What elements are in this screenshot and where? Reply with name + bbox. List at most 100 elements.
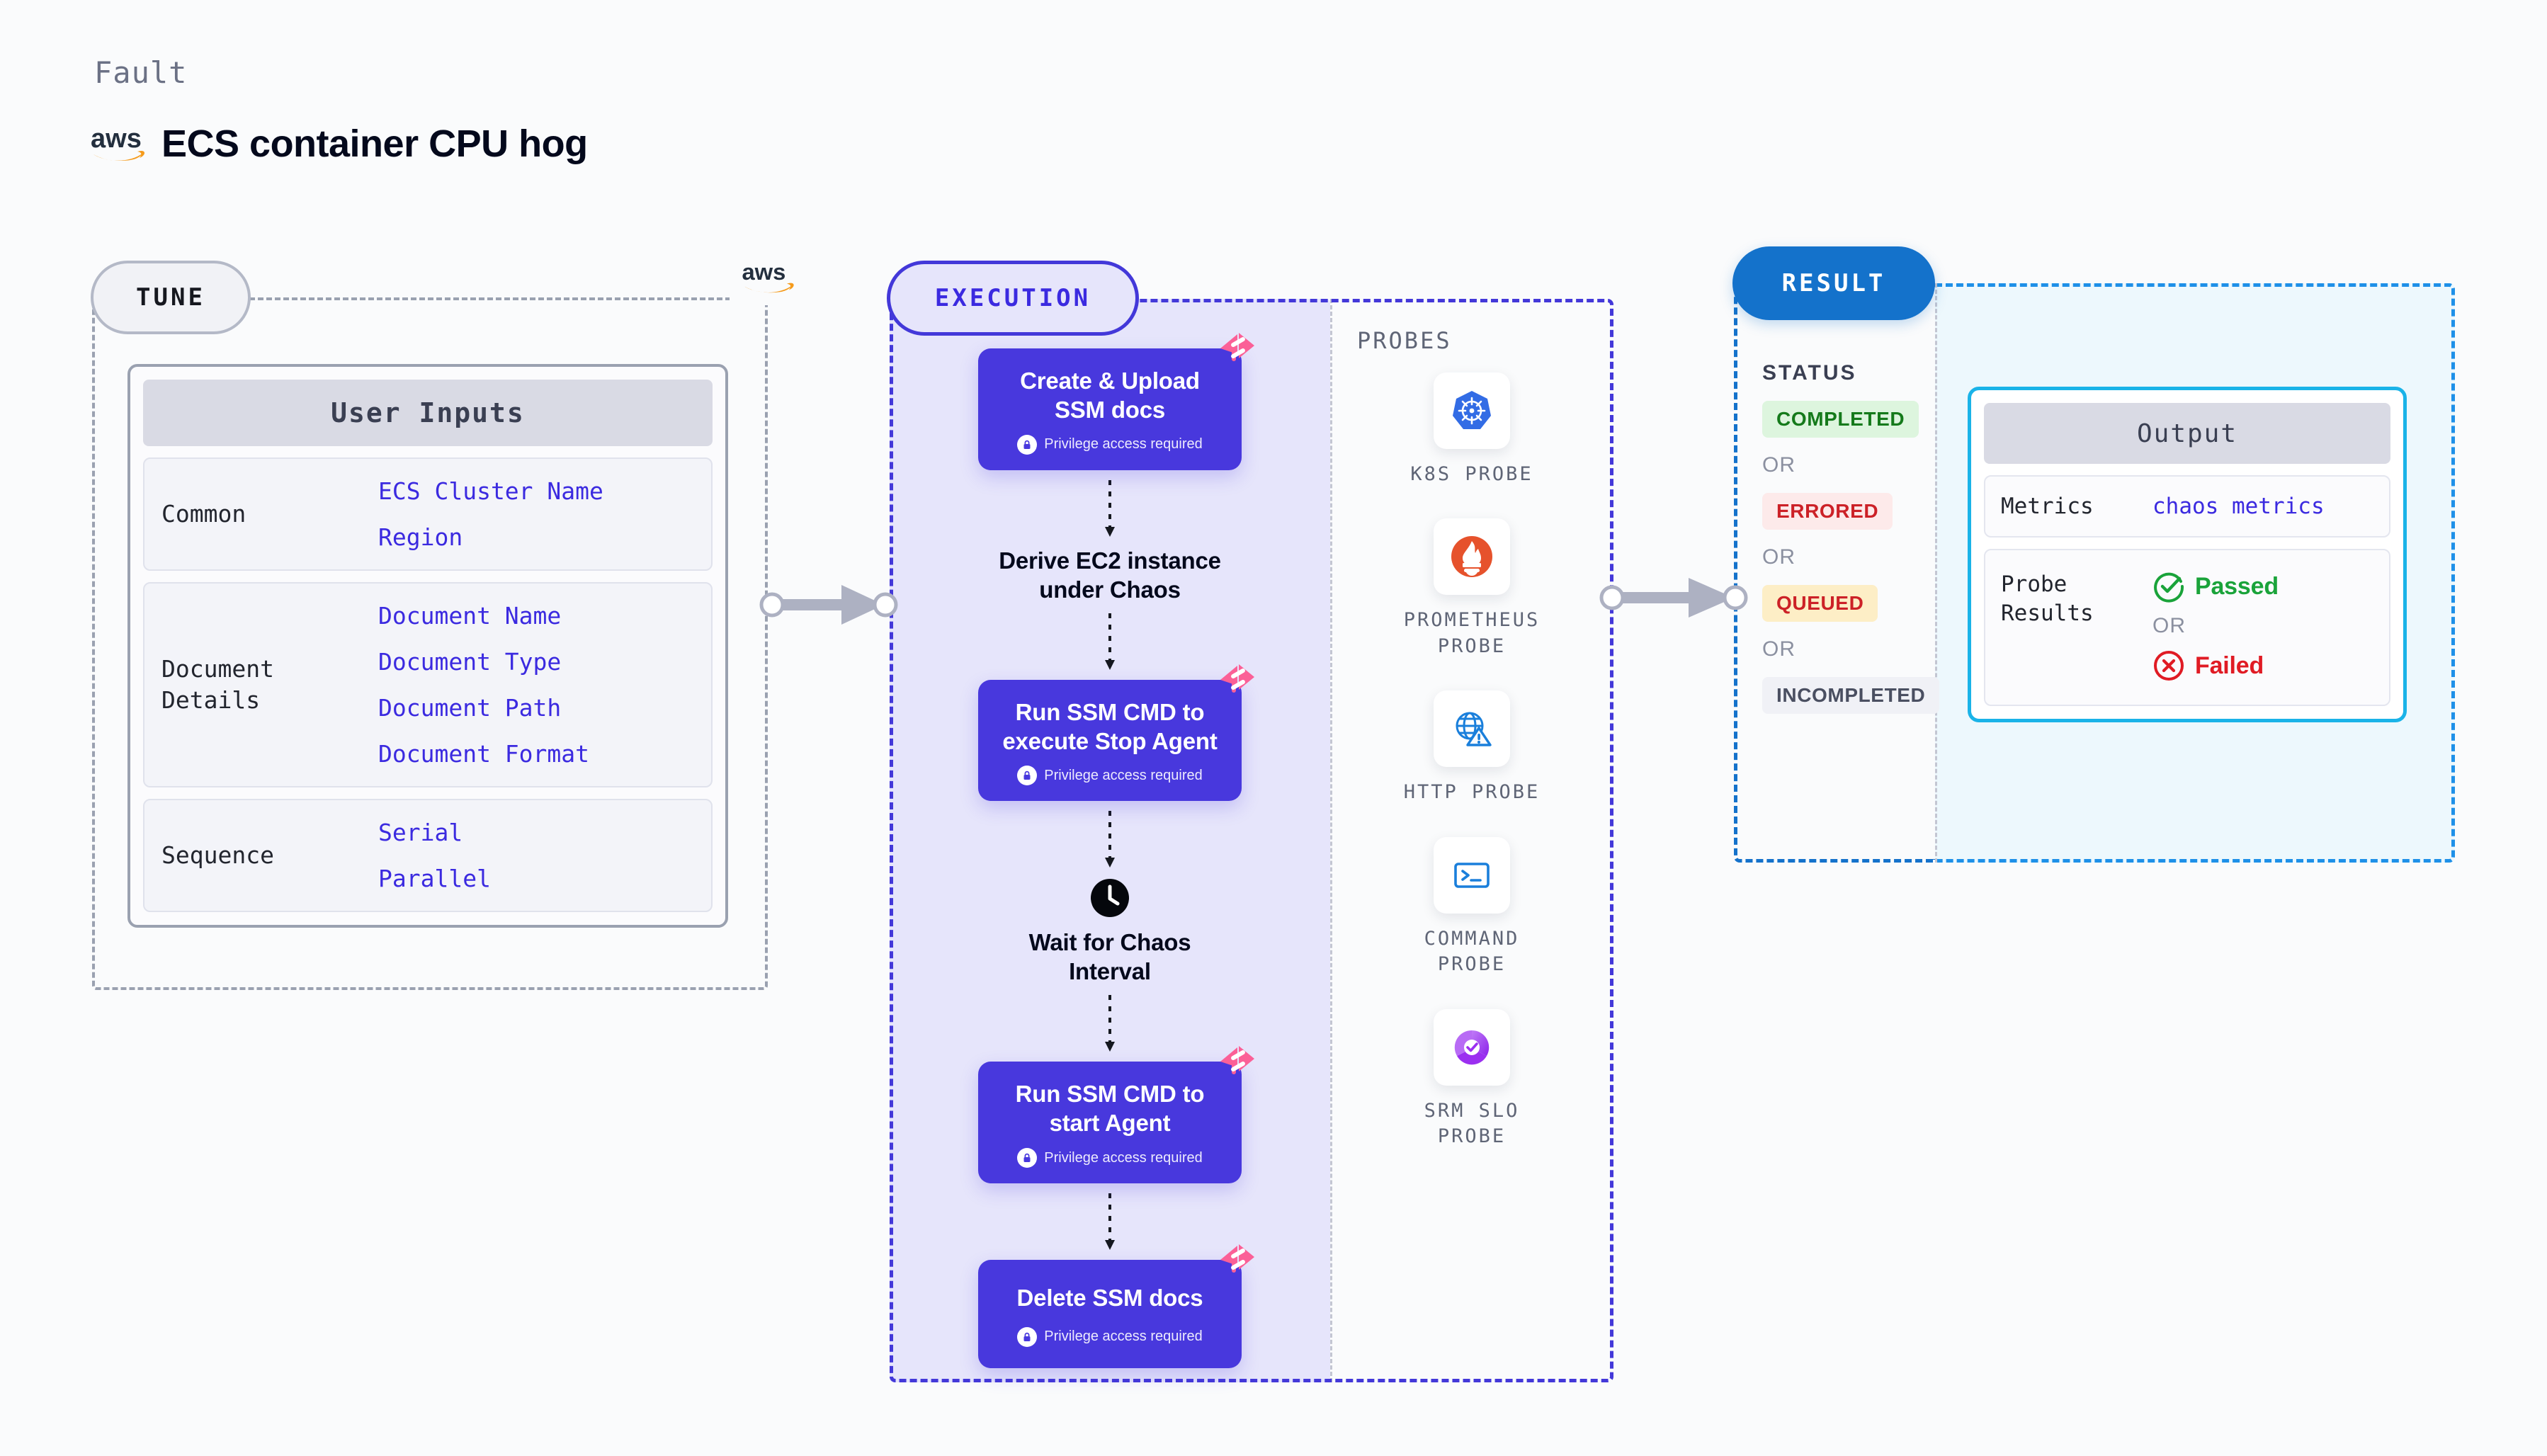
node-delete-ssm-docs[interactable]: Delete SSM docs Privilege access require… [978,1244,1254,1368]
tune-section-values: ECS Cluster Name Region [378,477,603,551]
probe-tile [1434,518,1510,596]
tune-section-values: Serial Parallel [378,819,491,892]
tune-section-common: Common ECS Cluster Name Region [143,457,713,571]
harness-logo-icon [1220,333,1254,361]
flow-arrow [890,479,1330,540]
arrow-down-icon [1105,995,1115,1052]
flow-arrow [890,811,1330,870]
tune-value-document-name[interactable]: Document Name [378,602,562,630]
probe-tile [1433,836,1510,914]
tune-panel: TUNE aws User Inputs Common ECS Cluster … [91,254,807,990]
arrow-down-icon [1105,811,1115,868]
flow-arrow [890,995,1330,1054]
aws-logo-icon: aws [91,125,144,161]
x-circle-icon [2154,651,2184,681]
privilege-text: Privilege access required [1044,1329,1203,1345]
tune-section-label: Document Details [161,655,274,714]
node-title: Create & Upload SSM docs [1020,368,1200,423]
svg-text:aws: aws [742,259,785,285]
page-header: aws ECS container CPU hog [91,122,588,166]
arrow-down-icon [1105,479,1115,537]
probe-passed-label: Passed [2195,572,2279,600]
output-row-metrics: Metrics chaos metrics [1984,475,2390,538]
output-title: Output [1984,403,2390,464]
lock-icon [1017,766,1038,786]
arrow-down-icon [1105,613,1115,670]
page-title: ECS container CPU hog [161,123,588,165]
result-region-divider [1935,283,1937,863]
probe-result-failed: Failed [2152,649,2279,682]
status-badge-incompleted: INCOMPLETED [1762,677,1940,714]
tune-value-region[interactable]: Region [378,523,463,551]
status-or-label: OR [1762,637,1796,661]
probe-item-command[interactable]: COMMAND PROBE [1424,836,1520,978]
node-privilege-note: Privilege access required [992,1148,1227,1168]
probe-tile [1434,690,1510,768]
probe-label: K8S PROBE [1410,463,1533,485]
probe-result-values: Passed OR Failed [2152,570,2279,682]
user-inputs-title: User Inputs [143,380,713,446]
flow-arrow [890,613,1330,673]
tune-aws-logo: aws [730,254,807,305]
tune-value-document-path[interactable]: Document Path [378,694,562,722]
connector-tune-to-execution [759,579,898,634]
terminal-icon [1454,862,1490,888]
probe-item-prometheus[interactable]: PROMETHEUS PROBE [1404,518,1541,659]
execution-flow: Create & Upload SSM docs Privilege acces… [890,333,1330,1368]
flow-step: Run SSM CMD to start Agent Privilege acc… [890,1046,1330,1184]
harness-logo-icon [1220,1244,1254,1273]
probe-item-http[interactable]: HTTP PROBE [1404,690,1541,805]
user-inputs-card: User Inputs Common ECS Cluster Name Regi… [127,364,728,928]
flow-step-wait-for-chaos-interval: Wait for Chaos Interval [890,877,1330,986]
tune-value-parallel[interactable]: Parallel [378,865,491,892]
tune-value-document-format[interactable]: Document Format [378,740,590,768]
probe-label: SRM SLO PROBE [1424,1099,1520,1148]
probe-item-srm-slo[interactable]: SRM SLO PROBE [1424,1008,1520,1150]
node-title: Run SSM CMD to start Agent [1015,1081,1205,1137]
probe-result-or-label: OR [2152,614,2186,638]
status-badge-completed: COMPLETED [1762,401,1919,438]
result-status-region [1734,283,1935,863]
probe-item-k8s[interactable]: K8S PROBE [1410,372,1533,487]
result-badge: RESULT [1732,246,1935,320]
tune-value-document-type[interactable]: Document Type [378,648,562,676]
node-run-ssm-cmd-stop-agent[interactable]: Run SSM CMD to execute Stop Agent Privil… [978,664,1254,802]
probe-failed-label: Failed [2195,652,2264,679]
node-privilege-note: Privilege access required [992,766,1227,786]
connector-execution-to-result [1595,565,1751,634]
prometheus-icon [1451,536,1492,578]
output-metrics-label: Metrics [2001,494,2094,519]
node-privilege-note: Privilege access required [992,434,1227,455]
harness-logo-icon [1220,664,1254,693]
flow-step: Delete SSM docs Privilege access require… [890,1244,1330,1368]
node-run-ssm-cmd-start-agent[interactable]: Run SSM CMD to start Agent Privilege acc… [978,1046,1254,1184]
output-row-probe-results: Probe Results Passed OR [1984,549,2390,707]
probes-list: K8S PROBE PROMETHEUS PROBE [1330,372,1613,1150]
page-eyebrow: Fault [94,55,188,90]
node-create-upload-ssm-docs[interactable]: Create & Upload SSM docs Privilege acces… [978,333,1254,470]
svg-text:aws: aws [91,125,142,154]
output-card: Output Metrics chaos metrics Probe Resul… [1968,387,2407,723]
probe-label: HTTP PROBE [1403,781,1541,804]
output-metrics-value[interactable]: chaos metrics [2152,494,2325,520]
http-globe-warning-icon [1456,712,1492,747]
probe-label: PROMETHEUS PROBE [1403,609,1541,657]
probe-tile [1434,372,1510,449]
plain-step-title: Wait for Chaos Interval [1028,929,1191,985]
tune-section-label: Common [161,500,246,528]
execution-panel-border [890,299,1613,1382]
tune-value-serial[interactable]: Serial [378,819,463,846]
tune-value-ecs-cluster-name[interactable]: ECS Cluster Name [378,477,603,505]
arrow-down-icon [1105,1193,1115,1251]
plain-step-title: Derive EC2 instance under Chaos [999,547,1221,603]
status-or-label: OR [1762,453,1796,477]
probe-tile [1433,1008,1510,1086]
check-circle-icon [2154,572,2184,603]
arrow-right-icon [759,585,898,625]
tune-section-sequence: Sequence Serial Parallel [143,799,713,912]
lock-icon [1017,434,1038,455]
probes-label: PROBES [1357,327,1452,354]
tune-badge: TUNE [91,261,251,334]
result-panel: RESULT STATUS COMPLETED OR ERRORED OR QU… [1732,246,2455,863]
